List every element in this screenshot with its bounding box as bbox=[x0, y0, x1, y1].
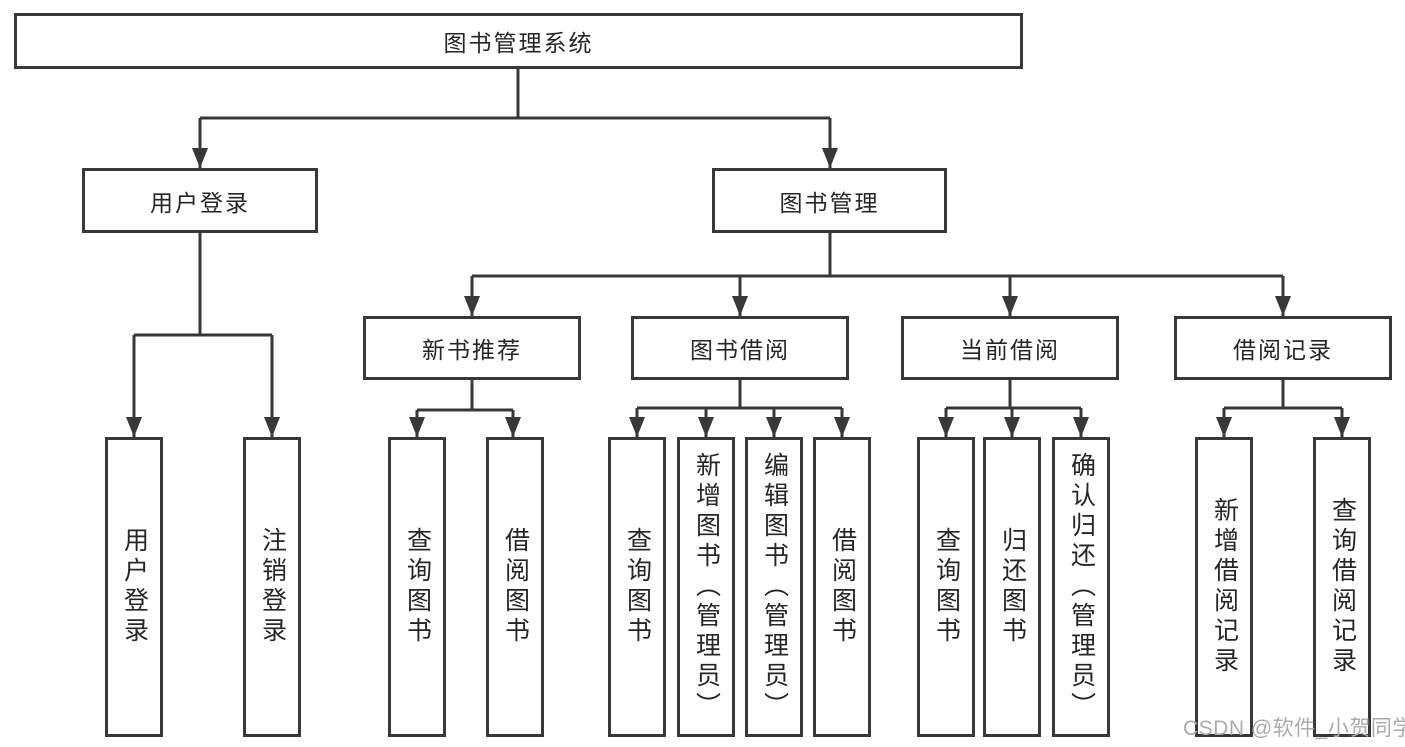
node-new-book-recommend: 新书推荐 bbox=[363, 316, 581, 380]
node-add-books-admin: 新增图书（管理员） bbox=[677, 437, 735, 737]
csdn-watermark: CSDN @软件_小贺同学 bbox=[1183, 717, 1405, 740]
node-return-books: 归还图书 bbox=[983, 437, 1041, 737]
connector-group-current-borrowing bbox=[938, 380, 1089, 437]
node-borrow-books-borrowing: 借阅图书 bbox=[813, 437, 871, 737]
node-confirm-return-admin-label: 确认归还（管理员） bbox=[1067, 452, 1096, 722]
connector-group-root bbox=[192, 69, 838, 168]
node-query-books-recommend-label: 查询图书 bbox=[403, 527, 432, 647]
node-library-management-system: 图书管理系统 bbox=[14, 13, 1023, 69]
node-user-login-leaf-label: 用户登录 bbox=[120, 527, 149, 647]
node-query-borrowing-record-label: 查询借阅记录 bbox=[1328, 497, 1357, 677]
node-new-book-recommend-label: 新书推荐 bbox=[422, 337, 522, 363]
node-user-login-label: 用户登录 bbox=[150, 189, 250, 216]
node-user-login: 用户登录 bbox=[82, 168, 318, 233]
node-current-borrowing-label: 当前借阅 bbox=[960, 337, 1060, 363]
node-query-books-current-label: 查询图书 bbox=[932, 527, 961, 647]
connector-group-book-borrowing bbox=[629, 380, 850, 437]
node-query-books-borrowing-label: 查询图书 bbox=[623, 527, 652, 647]
connector-group-borrowing-records bbox=[1216, 380, 1350, 437]
connector-group-user-login bbox=[126, 233, 280, 437]
node-borrow-books-recommend-label: 借阅图书 bbox=[501, 527, 530, 647]
node-book-borrowing-label: 图书借阅 bbox=[690, 337, 790, 363]
node-borrowing-records-label: 借阅记录 bbox=[1233, 337, 1333, 363]
node-borrowing-records: 借阅记录 bbox=[1174, 316, 1392, 380]
node-return-books-label: 归还图书 bbox=[998, 527, 1027, 647]
node-logout-label: 注销登录 bbox=[258, 527, 287, 647]
node-add-borrowing-record-label: 新增借阅记录 bbox=[1210, 497, 1239, 677]
node-borrow-books-borrowing-label: 借阅图书 bbox=[828, 527, 857, 647]
node-borrow-books-recommend: 借阅图书 bbox=[486, 437, 544, 737]
node-query-books-recommend: 查询图书 bbox=[388, 437, 446, 737]
node-book-management: 图书管理 bbox=[712, 168, 947, 233]
connector-group-new-book-recommend bbox=[409, 380, 521, 437]
node-book-borrowing: 图书借阅 bbox=[631, 316, 849, 380]
node-add-borrowing-record: 新增借阅记录 bbox=[1195, 437, 1253, 737]
node-logout: 注销登录 bbox=[243, 437, 301, 737]
node-edit-books-admin: 编辑图书（管理员） bbox=[745, 437, 803, 737]
node-user-login-leaf: 用户登录 bbox=[105, 437, 163, 737]
node-query-books-borrowing: 查询图书 bbox=[608, 437, 666, 737]
node-query-books-current: 查询图书 bbox=[917, 437, 975, 737]
node-add-books-admin-label: 新增图书（管理员） bbox=[692, 452, 721, 722]
node-query-borrowing-record: 查询借阅记录 bbox=[1313, 437, 1371, 737]
node-book-management-label: 图书管理 bbox=[779, 189, 880, 216]
node-confirm-return-admin: 确认归还（管理员） bbox=[1052, 437, 1110, 737]
connector-group-book-management bbox=[464, 233, 1291, 316]
node-edit-books-admin-label: 编辑图书（管理员） bbox=[760, 452, 789, 722]
node-library-management-system-label: 图书管理系统 bbox=[443, 30, 594, 56]
node-current-borrowing: 当前借阅 bbox=[901, 316, 1119, 380]
